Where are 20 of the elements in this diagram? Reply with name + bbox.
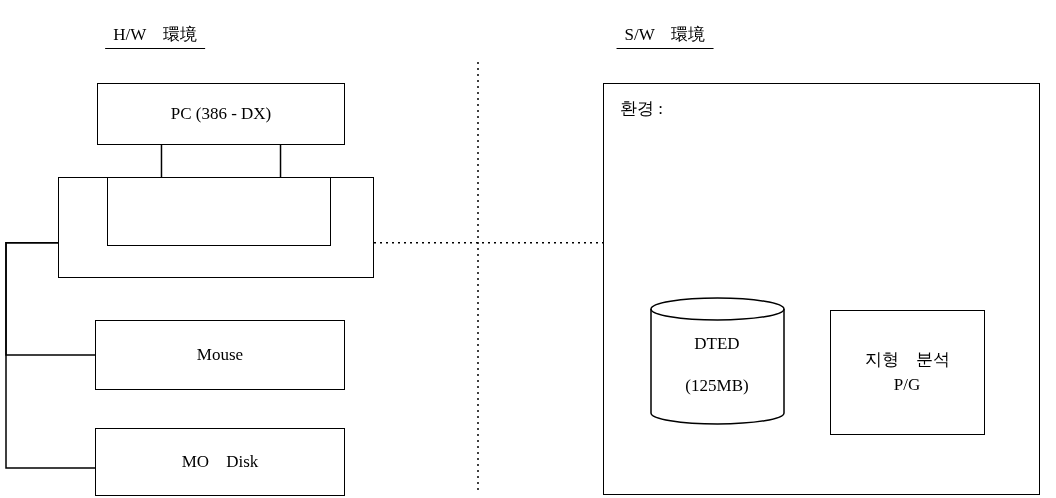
- box-shape: [58, 177, 374, 278]
- environment-panel: [603, 83, 1040, 495]
- node-label: Mouse: [196, 344, 244, 367]
- heading-text: 환경 :: [620, 98, 663, 120]
- connector-line: [279, 144, 282, 178]
- node-label: PC (386 - DX): [170, 103, 272, 126]
- node-label: DTED: [694, 333, 740, 355]
- section-heading: S/W 環境: [616, 22, 714, 49]
- connector-line: [160, 144, 163, 178]
- process-box: [95, 320, 345, 390]
- process-box: [95, 428, 345, 496]
- process-box: [97, 83, 345, 145]
- node-label: P/G: [893, 374, 921, 396]
- node-label: (125MB): [685, 374, 749, 397]
- node-label: 지형 분석: [864, 348, 950, 371]
- process-box: [829, 309, 985, 435]
- box-shape: [106, 176, 331, 246]
- section-heading: H/W 環境: [105, 22, 205, 49]
- connector-line: [5, 241, 96, 469]
- node-label: MO Disk: [181, 451, 259, 474]
